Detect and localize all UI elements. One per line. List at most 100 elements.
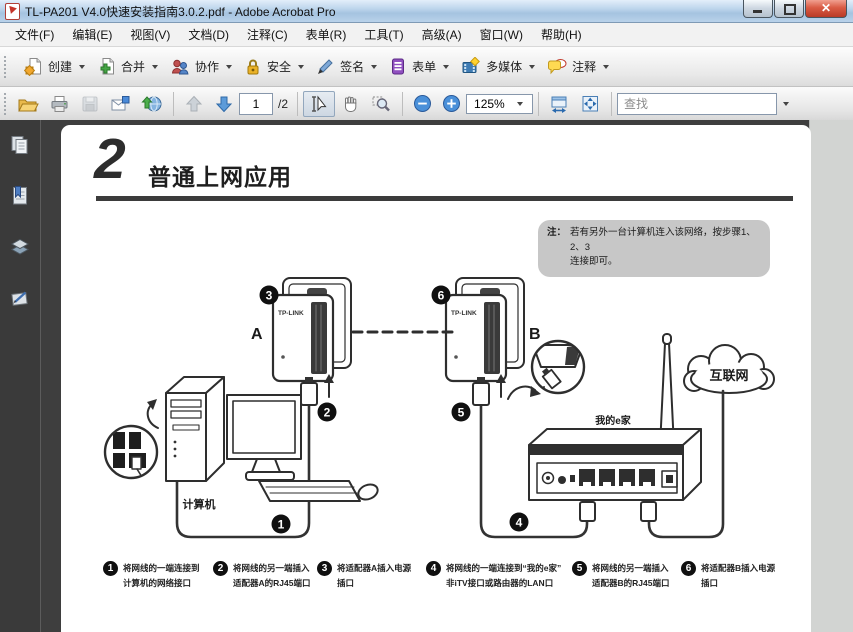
comment-button[interactable]: 注释 (544, 55, 612, 78)
select-tool-button[interactable] (303, 90, 336, 117)
toolbar-grip2[interactable] (3, 91, 7, 116)
hand-tool-icon (345, 96, 357, 112)
fit-page-button[interactable] (575, 91, 606, 117)
note-label: 注： (547, 227, 567, 238)
secure-button[interactable]: 安全 (241, 55, 307, 78)
layers-panel-icon[interactable] (9, 236, 31, 258)
upload-web-button[interactable] (136, 91, 168, 117)
menu-view[interactable]: 视图(V) (130, 28, 171, 42)
rj45-connector-a (300, 374, 334, 406)
multimedia-icon (462, 57, 481, 73)
pages-panel-icon[interactable] (9, 134, 31, 156)
zoom-in-button[interactable] (437, 91, 466, 116)
svg-text:4: 4 (516, 516, 523, 530)
zoom-level-value: 125% (474, 96, 505, 111)
previous-page-button[interactable] (179, 91, 209, 117)
secure-label: 安全 (267, 60, 292, 74)
forms-button[interactable]: 表单 (386, 55, 452, 78)
router-illustration (528, 428, 702, 522)
fit-page-icon (582, 95, 599, 111)
window-title: TL-PA201 V4.0快速安装指南3.0.2.pdf - Adobe Acr… (25, 4, 336, 19)
page-number-input[interactable] (239, 92, 273, 115)
step-badge: 5 (572, 561, 587, 576)
close-button[interactable]: ✕ (805, 0, 847, 18)
create-icon (24, 58, 41, 76)
marquee-zoom-icon (372, 96, 390, 111)
toolbar-grip[interactable] (3, 54, 7, 79)
cable-router-to-internet (647, 389, 725, 539)
menu-document[interactable]: 文档(D) (188, 28, 229, 42)
step-badge: 2 (213, 561, 228, 576)
step-badge: 1 (103, 561, 118, 576)
network-diagram: A B TP-LINK TP-LINK 计算机 我的e家 互联网 1 2 3 4… (103, 277, 775, 539)
bookmarks-panel-icon[interactable] (9, 185, 31, 207)
email-button[interactable] (105, 91, 136, 117)
section-rule (96, 196, 793, 201)
cable-computer-to-adapter-a (175, 403, 311, 539)
menu-file[interactable]: 文件(F) (15, 28, 55, 42)
vertical-scrollbar[interactable] (809, 120, 853, 632)
find-caret-icon (783, 101, 790, 106)
computer-port-inset (103, 399, 159, 480)
signatures-panel-icon[interactable] (9, 287, 31, 309)
zoom-out-button[interactable] (408, 91, 437, 116)
task-toolbar: 创建 合并 协作 安全 签名 表单 (0, 47, 853, 87)
toolbar-separator (402, 91, 404, 116)
adapter-b-label: B (529, 326, 541, 343)
menu-edit[interactable]: 编辑(E) (72, 28, 113, 42)
minimize-button[interactable] (743, 0, 773, 18)
adapter-b-brand: TP-LINK (451, 310, 477, 317)
print-icon (51, 95, 68, 112)
section-title: 普通上网应用 (148, 164, 292, 190)
page-total-label: /2 (278, 96, 289, 111)
sign-button[interactable]: 签名 (313, 55, 380, 78)
comment-caret-icon (603, 64, 610, 69)
down-arrow-icon (215, 96, 233, 112)
fit-width-button[interactable] (544, 91, 575, 117)
toolbar-separator (611, 91, 613, 116)
zoom-caret-icon (516, 101, 523, 106)
step-caption-1: 1 将网线的一端连接到计算机的网络接口 (103, 561, 200, 592)
router-antenna (659, 333, 675, 448)
comment-icon (548, 59, 567, 75)
maximize-button[interactable] (774, 0, 804, 18)
pen-icon (318, 59, 333, 74)
next-page-button[interactable] (209, 91, 239, 117)
combine-icon (100, 58, 115, 75)
step-caption-3: 3 将适配器A插入电源插口 (317, 561, 411, 592)
menu-tools[interactable]: 工具(T) (364, 28, 404, 42)
create-button[interactable]: 创建 (21, 55, 88, 78)
rj45-connector-b (472, 374, 506, 406)
multimedia-label: 多媒体 (486, 60, 523, 74)
section-number: 2 (94, 127, 126, 191)
create-caret-icon (79, 64, 86, 69)
sign-label: 签名 (340, 60, 365, 74)
forms-icon (392, 58, 405, 75)
menu-forms[interactable]: 表单(R) (305, 28, 347, 42)
open-button[interactable] (12, 91, 44, 117)
toolbar-separator (173, 91, 174, 116)
diagram-step-badges: 1 2 3 4 5 6 (259, 285, 529, 534)
find-input[interactable] (617, 92, 778, 115)
marquee-zoom-button[interactable] (366, 91, 397, 117)
menu-window[interactable]: 窗口(W) (479, 28, 523, 42)
multimedia-button[interactable]: 多媒体 (458, 55, 538, 78)
svg-text:2: 2 (324, 406, 331, 420)
computer-label: 计算机 (183, 497, 216, 511)
print-button[interactable] (44, 91, 75, 117)
lock-icon (247, 59, 259, 75)
combine-button[interactable]: 合并 (94, 55, 161, 78)
menu-comments[interactable]: 注释(C) (247, 28, 288, 42)
save-button[interactable] (75, 91, 105, 117)
adapter-a-label: A (251, 326, 263, 343)
menu-help[interactable]: 帮助(H) (541, 28, 582, 42)
zoom-level-select[interactable]: 125% (466, 93, 534, 114)
menu-advanced[interactable]: 高级(A) (421, 28, 462, 42)
step-caption-4: 4 将网线的一端连接到“我的e家”非iTV接口或路由器的LAN口 (426, 561, 561, 592)
select-tool-icon (312, 95, 327, 112)
collaborate-button[interactable]: 协作 (167, 55, 235, 78)
hand-tool-button[interactable] (335, 91, 366, 117)
